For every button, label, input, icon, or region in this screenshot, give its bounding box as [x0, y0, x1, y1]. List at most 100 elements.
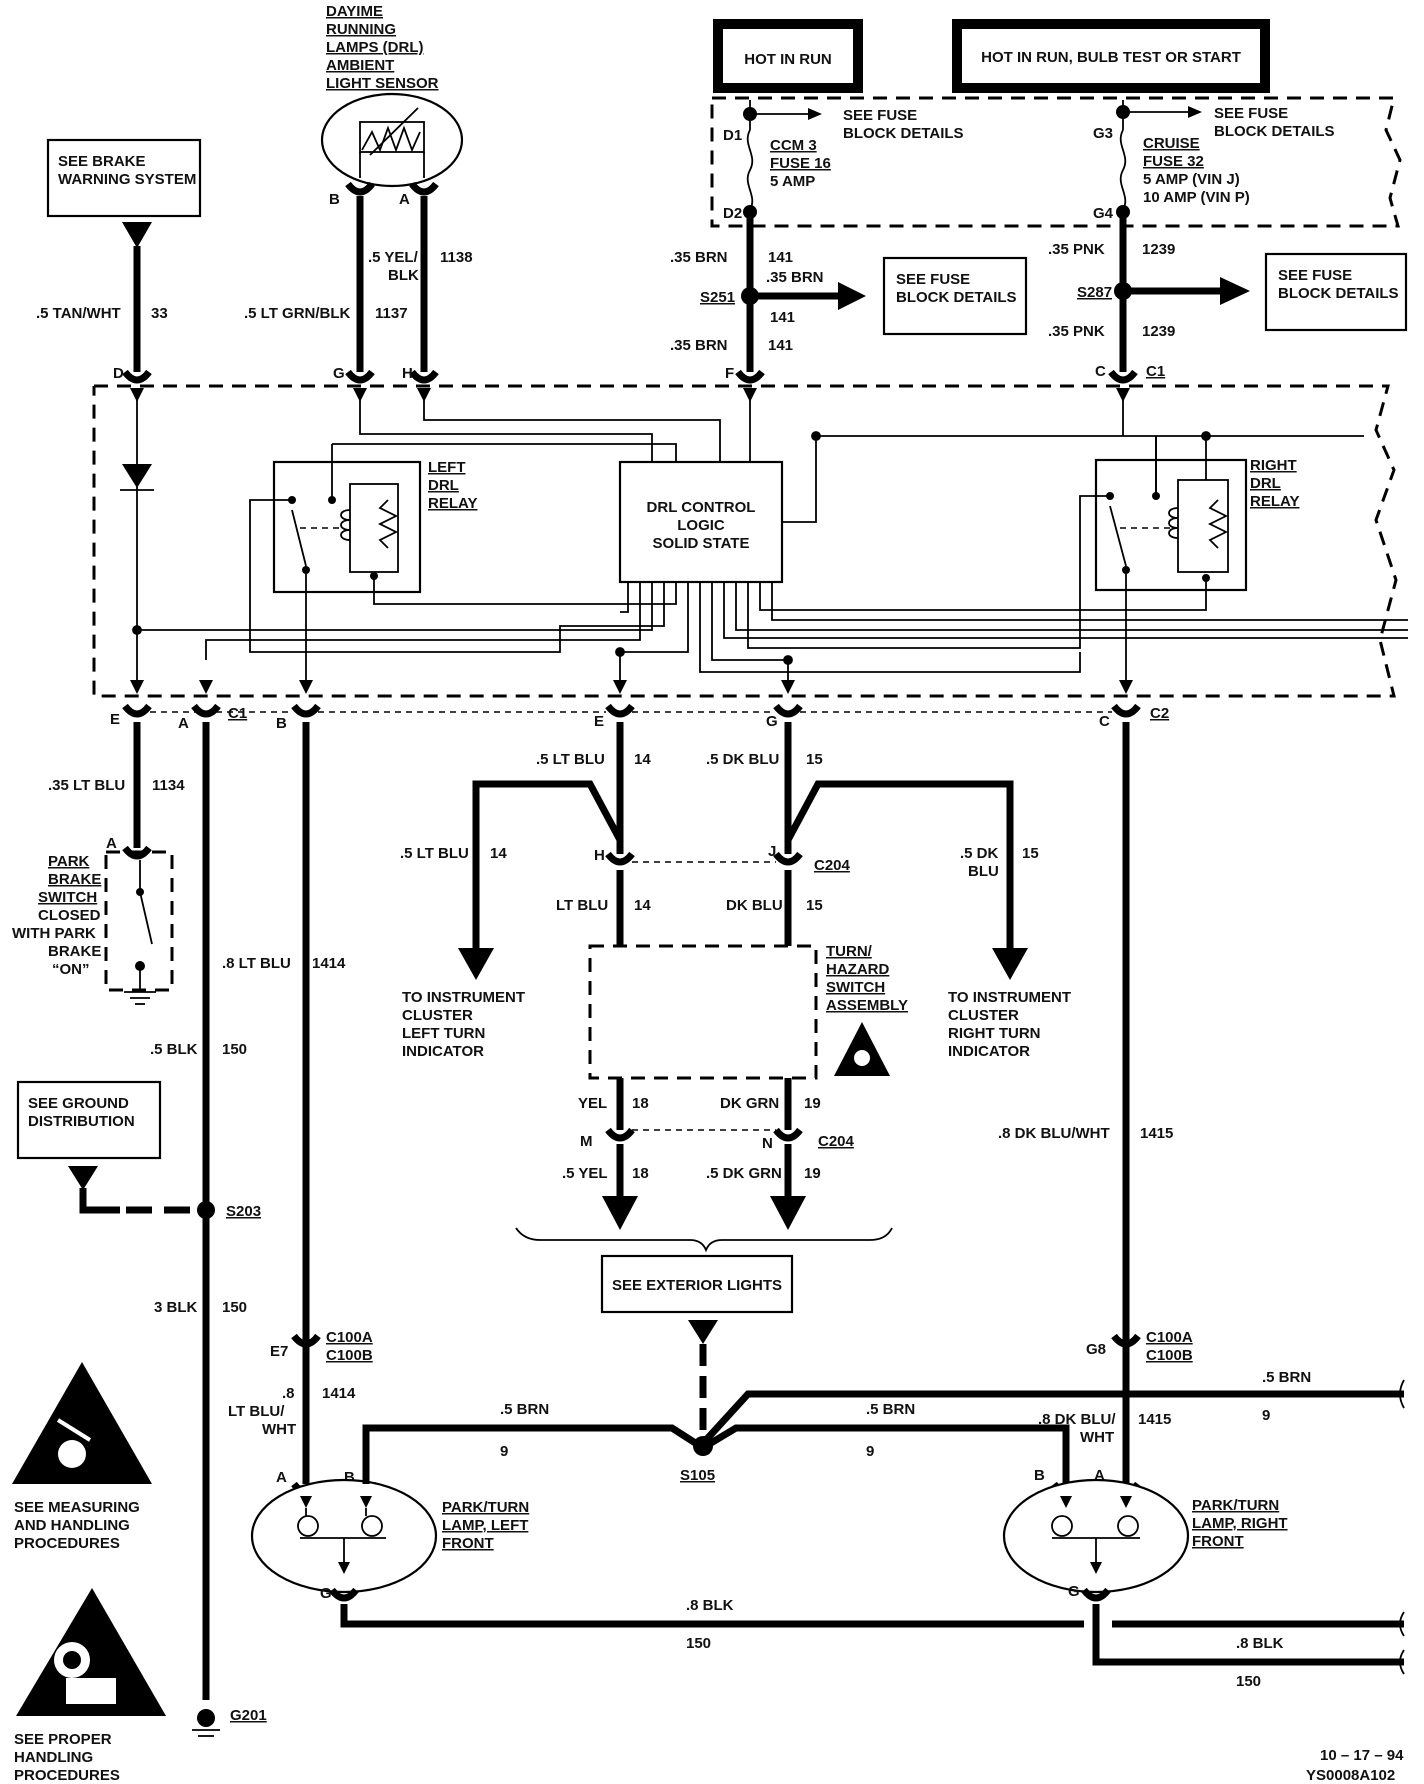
wire-14-branch-color: .5 LT BLU: [400, 845, 469, 862]
wire-1414-number-left: 1414: [312, 955, 346, 972]
hot-in-run-label: HOT IN RUN: [744, 51, 832, 68]
brake-ground-arrow: [122, 222, 152, 248]
c1-pin-d: D: [113, 365, 124, 382]
sensor-title-line-5: LIGHT SENSOR: [326, 75, 439, 92]
fuse-32: SEE FUSE BLOCK DETAILS G3 G4 CRUISE FUSE…: [1093, 100, 1335, 222]
see-brake-line-1: SEE BRAKE: [58, 153, 146, 170]
left-relay-label-3: RELAY: [428, 495, 477, 512]
wire-33-number: 33: [151, 305, 168, 322]
wire-1414-gauge: .8: [282, 1385, 295, 1402]
fuse-block-outline: [710, 96, 1402, 228]
fuse32-pin-bottom: G4: [1093, 205, 1114, 222]
ground-g201: G201: [230, 1707, 267, 1724]
right-lamp-pin-a: A: [1094, 1467, 1105, 1484]
proper-line-1: SEE PROPER: [14, 1731, 112, 1748]
wire-9-right-number: 9: [866, 1443, 874, 1460]
c204-pin-h: H: [594, 847, 605, 864]
wire-15-lower-color: DK BLU: [726, 897, 783, 914]
wire-18-color: YEL: [578, 1095, 607, 1112]
fuse16-see-fuse-1: SEE FUSE: [843, 107, 917, 124]
control-label-2: LOGIC: [677, 517, 725, 534]
see-exterior-lights-label: SEE EXTERIOR LIGHTS: [612, 1277, 782, 1294]
left-lamp-label-3: FRONT: [442, 1535, 494, 1552]
right-indicator-line-4: INDICATOR: [948, 1043, 1030, 1060]
wire-9-left-number: 9: [500, 1443, 508, 1460]
wire-141-color-2: .35 BRN: [670, 337, 728, 354]
left-lamp-pin-b: B: [344, 1469, 355, 1486]
wire-150-bottom-color: .8 BLK: [686, 1597, 734, 1614]
see-brake-line-2: WARNING SYSTEM: [58, 171, 196, 188]
wire-18-lower-color: .5 YEL: [562, 1165, 608, 1182]
drl-diode: [122, 464, 152, 488]
c100a-right: C100A: [1146, 1329, 1193, 1346]
park-switch-line-5: WITH PARK: [12, 925, 96, 942]
right-park-turn-lamp: [1002, 1478, 1190, 1594]
wire-15-branch-color-2: BLU: [968, 863, 999, 880]
wire-1414-color-2: LT BLU/: [228, 1403, 285, 1420]
turn-hazard-switch: [588, 944, 818, 1080]
wire-9-left-color: .5 BRN: [500, 1401, 549, 1418]
wire-1414-color-left: .8 LT BLU: [222, 955, 291, 972]
wire-141-color-1: .35 BRN: [670, 249, 728, 266]
c1-bottom-label: C1: [228, 705, 247, 722]
left-lamp-pin-g: G: [320, 1585, 332, 1602]
wire-9-out-number: 9: [1262, 1407, 1270, 1424]
ambient-light-sensor: DAYIME RUNNING LAMPS (DRL) AMBIENT LIGHT…: [320, 3, 464, 188]
wire-9-out: [703, 1390, 1404, 1443]
wire-1134-color: .35 LT BLU: [48, 777, 125, 794]
turn-switch-label-2: HAZARD: [826, 961, 889, 978]
wire-15-branch: [784, 780, 1014, 952]
c1-pin-f: F: [725, 365, 734, 382]
ground-g201-dot: [197, 1709, 215, 1727]
c1-pin-a: A: [178, 715, 189, 732]
park-brake-switch: [104, 850, 174, 992]
wire-9-right-color: .5 BRN: [866, 1401, 915, 1418]
see-ground-box: [16, 1080, 162, 1160]
park-switch-line-7: “ON”: [52, 961, 90, 978]
splice-s287: S287: [1077, 284, 1112, 301]
c1-top-label: C1: [1146, 363, 1165, 380]
wire-1239-number-1: 1239: [1142, 241, 1175, 258]
measuring-line-2: AND HANDLING: [14, 1517, 130, 1534]
wire-150-3blk-color: 3 BLK: [154, 1299, 198, 1316]
wire-1138-number: 1138: [440, 249, 473, 266]
measuring-handling-icon: [12, 1362, 152, 1484]
c100b-left: C100B: [326, 1347, 373, 1364]
right-relay-label-1: RIGHT: [1250, 457, 1297, 474]
right-relay-coil-box: [1177, 479, 1229, 573]
c1-pin-g: G: [333, 365, 345, 382]
splice-s105: S105: [680, 1467, 715, 1484]
fuse16-see-fuse-2: BLOCK DETAILS: [843, 125, 964, 142]
c204-pin-j: J: [768, 843, 776, 860]
wire-1414-color-3: WHT: [262, 1421, 296, 1438]
park-switch-pin-a: A: [106, 835, 117, 852]
turn-switch-label-4: ASSEMBLY: [826, 997, 908, 1014]
wire-14-lower-number: 14: [634, 897, 651, 914]
fuse32-amp-2: 10 AMP (VIN P): [1143, 189, 1250, 206]
wire-141-branch-number: 141: [770, 309, 795, 326]
c100a-left: C100A: [326, 1329, 373, 1346]
wire-9-out-color: .5 BRN: [1262, 1369, 1311, 1386]
proper-line-2: HANDLING: [14, 1749, 93, 1766]
footer-code: YS0008A102: [1306, 1767, 1395, 1784]
fuse-16: SEE FUSE BLOCK DETAILS D1 D2 CCM 3 FUSE …: [723, 100, 964, 222]
c2-pin-e: E: [594, 713, 604, 730]
c1-pin-b: B: [276, 715, 287, 732]
left-park-turn-lamp: [250, 1478, 438, 1594]
sensor-element: [359, 121, 425, 153]
fuse32-see-fuse-2: BLOCK DETAILS: [1214, 123, 1335, 140]
park-switch-line-4: CLOSED: [38, 907, 101, 924]
wire-15-branch-color-1: .5 DK: [960, 845, 999, 862]
wire-15-branch-number: 15: [1022, 845, 1039, 862]
wire-1138-color-1: .5 YEL/: [368, 249, 419, 266]
splice-s287-dot: [1114, 282, 1132, 300]
sensor-title-line-2: RUNNING: [326, 21, 396, 38]
park-switch-line-3: SWITCH: [38, 889, 97, 906]
s287-see-fuse-box: [1264, 252, 1408, 332]
right-lamp-pin-b: B: [1034, 1467, 1045, 1484]
hot-in-run-start-box: [952, 19, 1270, 93]
wire-141-branch-color: .35 BRN: [766, 269, 824, 286]
c100b-right: C100B: [1146, 1347, 1193, 1364]
wire-18-lower-number: 18: [632, 1165, 649, 1182]
wire-1137-color: .5 LT GRN/BLK: [244, 305, 351, 322]
